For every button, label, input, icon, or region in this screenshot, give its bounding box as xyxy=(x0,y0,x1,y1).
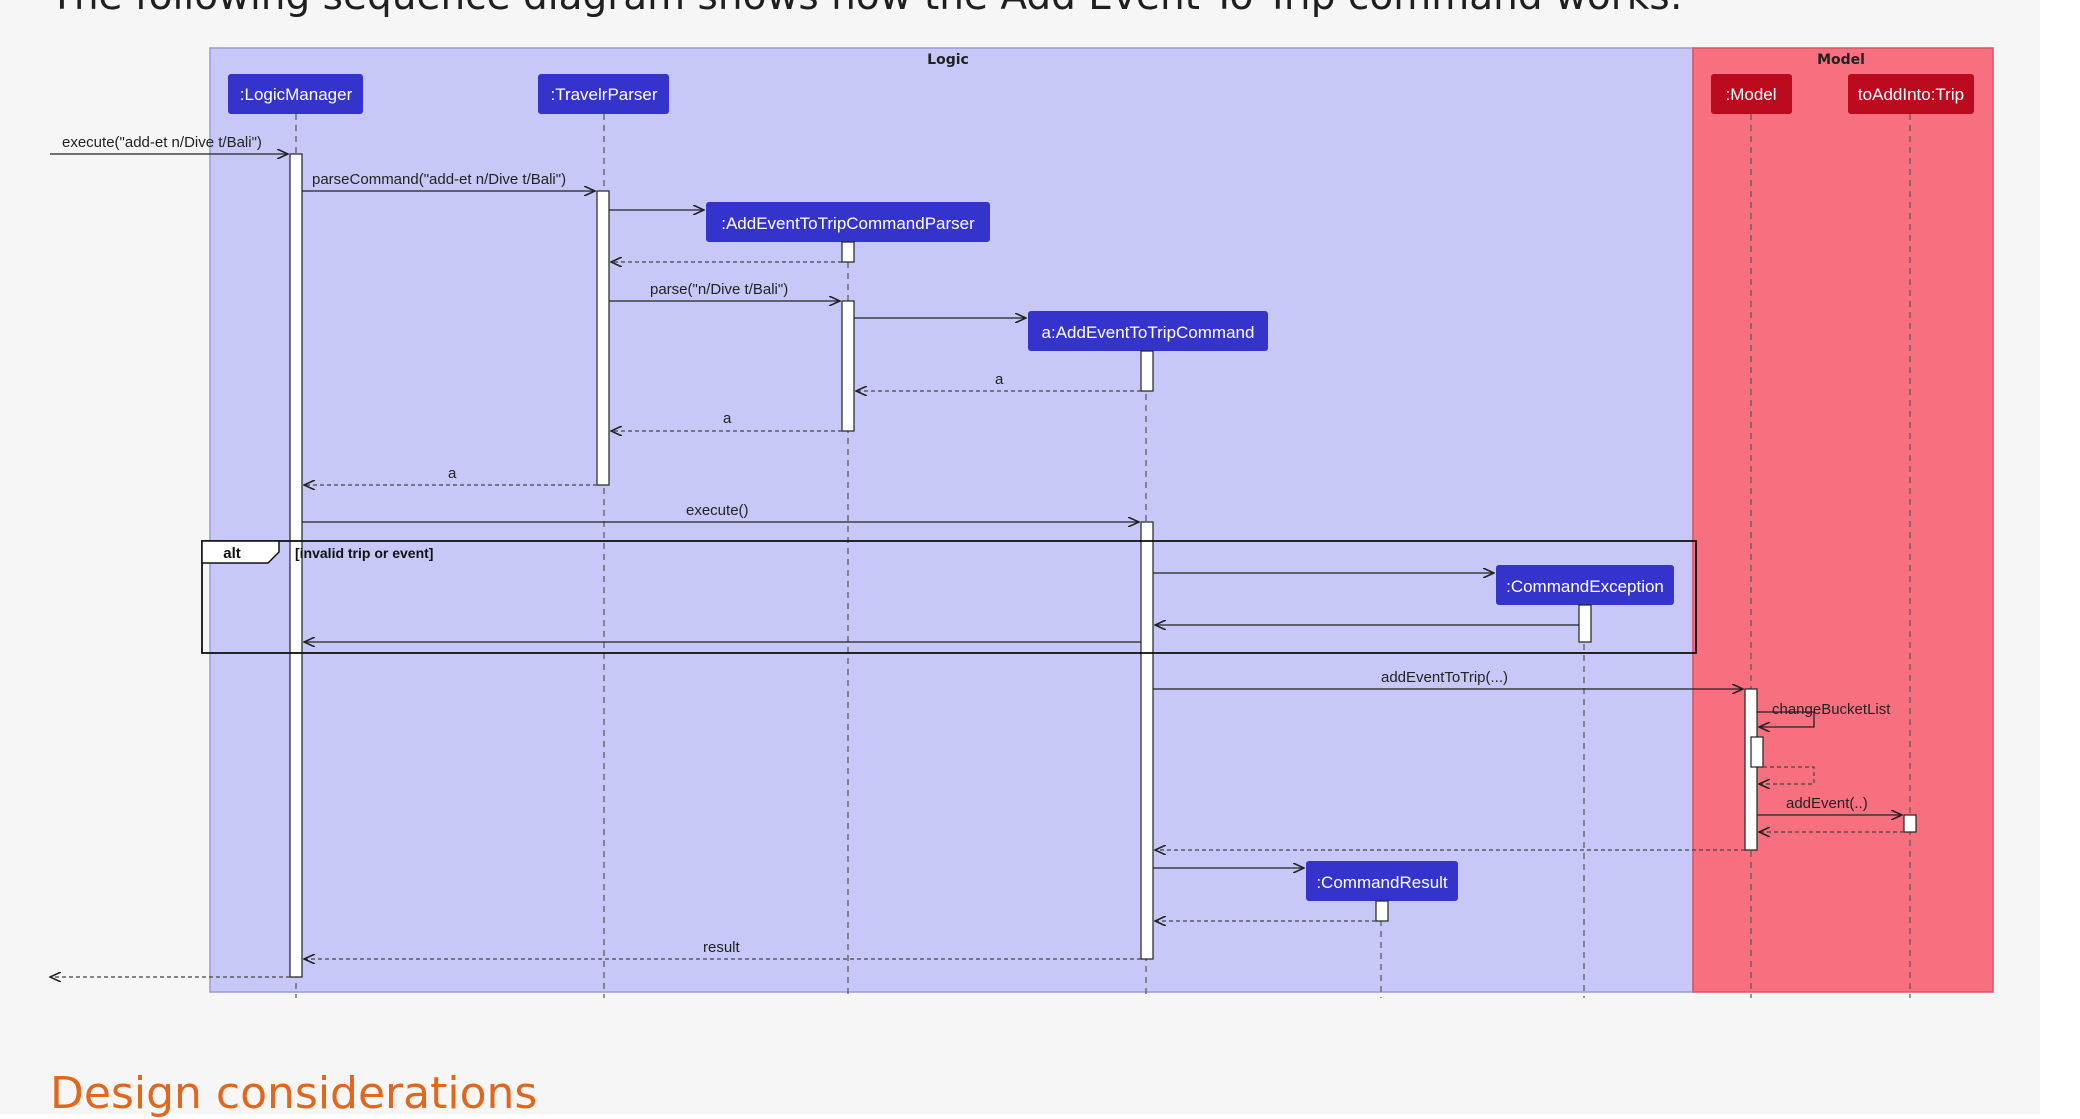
msg-add-event: addEvent(..) xyxy=(1786,795,1868,812)
msg-return-a-2: a xyxy=(723,410,732,427)
svg-text::AddEventToTripCommandParser: :AddEventToTripCommandParser xyxy=(721,214,975,233)
msg-parse: parse("n/Dive t/Bali") xyxy=(650,281,788,298)
alt-fragment xyxy=(201,540,1697,654)
participant-travelr-parser: :TravelrParser xyxy=(538,74,669,114)
participant-add-event-command: a:AddEventToTripCommand xyxy=(1028,311,1268,351)
svg-text::LogicManager: :LogicManager xyxy=(240,85,353,104)
model-group xyxy=(1692,47,1994,993)
msg-parse-command: parseCommand("add-et n/Dive t/Bali") xyxy=(312,171,566,188)
alt-keyword: alt xyxy=(223,545,241,562)
msg-execute: execute() xyxy=(686,502,749,519)
msg-return-a-1: a xyxy=(995,371,1004,388)
participant-logic-manager: :LogicManager xyxy=(228,74,363,114)
participant-command-result: :CommandResult xyxy=(1306,861,1458,901)
exception-arrows xyxy=(304,625,1579,642)
alt-fragment-tab xyxy=(201,540,280,564)
participant-command-exception: :CommandException xyxy=(1496,565,1674,605)
svg-text::CommandResult: :CommandResult xyxy=(1316,873,1448,892)
section-heading: Design considerations xyxy=(50,1068,538,1119)
call-arrows xyxy=(50,154,1902,868)
svg-text::CommandException: :CommandException xyxy=(1506,577,1664,596)
svg-text::TravelrParser: :TravelrParser xyxy=(550,85,657,104)
activation-bars xyxy=(289,153,1917,978)
logic-group-title: Logic xyxy=(927,52,969,68)
model-group-title: Model xyxy=(1817,52,1865,68)
msg-execute-call: execute("add-et n/Dive t/Bali") xyxy=(62,134,262,151)
participant-trip: toAddInto:Trip xyxy=(1848,74,1974,114)
participant-add-event-parser: :AddEventToTripCommandParser xyxy=(706,202,990,242)
svg-text:toAddInto:Trip: toAddInto:Trip xyxy=(1858,85,1964,104)
msg-result: result xyxy=(703,939,741,956)
msg-return-a-3: a xyxy=(448,465,457,482)
participant-model: :Model xyxy=(1711,74,1792,114)
intro-text: The following sequence diagram shows how… xyxy=(50,0,1683,19)
alt-guard: [invalid trip or event] xyxy=(295,545,433,561)
msg-add-event-to-trip: addEventToTrip(...) xyxy=(1381,669,1508,686)
msg-change-bucket-list: changeBucketList xyxy=(1772,701,1891,718)
svg-text:a:AddEventToTripCommand: a:AddEventToTripCommand xyxy=(1042,323,1255,342)
return-arrows xyxy=(50,262,1904,977)
svg-text::Model: :Model xyxy=(1725,85,1776,104)
